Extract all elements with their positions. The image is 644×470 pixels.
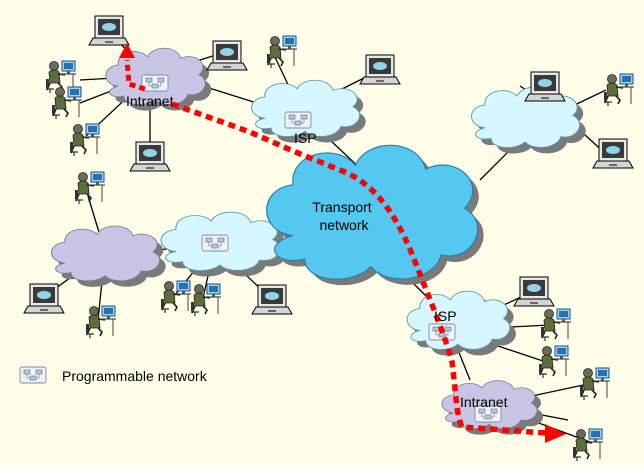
computer-icon — [524, 71, 566, 102]
data-path — [119, 43, 566, 443]
programmable-network-icon — [19, 366, 47, 384]
isp-top-label: ISP — [294, 130, 317, 146]
intranet-bottom-label: Intranet — [460, 394, 508, 410]
computer-icon — [129, 141, 171, 172]
transport-label-line1: Transport — [312, 199, 372, 215]
computer-icon — [23, 283, 65, 314]
legend: Programmable network — [19, 366, 208, 384]
computer-icon — [88, 15, 130, 46]
computer-icon — [251, 284, 293, 315]
computer-icon — [513, 276, 555, 307]
legend-label: Programmable network — [62, 368, 208, 384]
intranet-top-label: Intranet — [126, 93, 174, 109]
programmable-network-icon — [141, 74, 169, 92]
diagram-labels: Intranet ISP Transport network ISP Intra… — [126, 93, 508, 410]
programmable-network-icon — [201, 234, 229, 252]
computer-icon — [359, 54, 401, 85]
isp-bottom-label: ISP — [434, 308, 457, 324]
computer-icon — [592, 138, 634, 169]
programmable-network-icon — [284, 111, 312, 129]
computer-icon — [206, 40, 248, 71]
transport-label-line2: network — [319, 217, 369, 233]
